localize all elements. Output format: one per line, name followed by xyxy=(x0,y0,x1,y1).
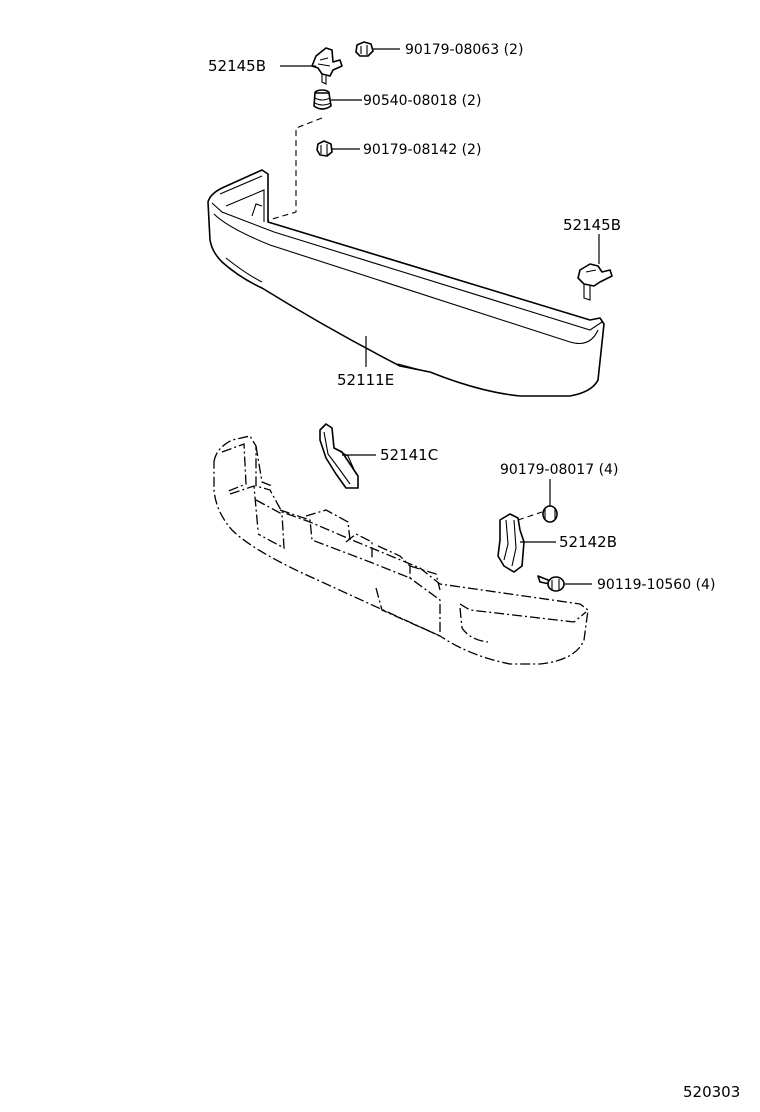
bumper-reinforcement[interactable] xyxy=(213,435,589,665)
label-52141c: 52141C xyxy=(380,446,438,464)
bracket-52145b-right[interactable] xyxy=(577,263,613,301)
diagram-code: 520303 xyxy=(683,1083,740,1101)
bracket-52145b-top[interactable] xyxy=(311,47,343,85)
assembly-line-top xyxy=(261,117,323,223)
cushion-90540-08018[interactable] xyxy=(313,89,332,110)
assembly-line-nut-lower xyxy=(517,511,543,521)
label-52145b-right: 52145B xyxy=(563,216,621,234)
label-90540-08018: 90540-08018 (2) xyxy=(363,93,481,109)
bracket-52141c[interactable] xyxy=(319,423,359,489)
label-90179-08142: 90179-08142 (2) xyxy=(363,142,481,158)
nut-90179-08017[interactable] xyxy=(542,505,558,523)
bolt-90119-10560[interactable] xyxy=(537,575,565,592)
bracket-52142b[interactable] xyxy=(497,513,525,573)
bumper-cover-52111e[interactable] xyxy=(207,169,605,397)
label-90179-08017: 90179-08017 (4) xyxy=(500,462,618,478)
nut-90179-08063[interactable] xyxy=(355,41,374,57)
label-52111e: 52111E xyxy=(337,371,394,389)
label-90119-10560: 90119-10560 (4) xyxy=(597,577,715,593)
label-52142b: 52142B xyxy=(559,533,617,551)
nut-90179-08142[interactable] xyxy=(316,140,333,157)
label-90179-08063: 90179-08063 (2) xyxy=(405,42,523,58)
label-52145b-top: 52145B xyxy=(208,57,266,75)
